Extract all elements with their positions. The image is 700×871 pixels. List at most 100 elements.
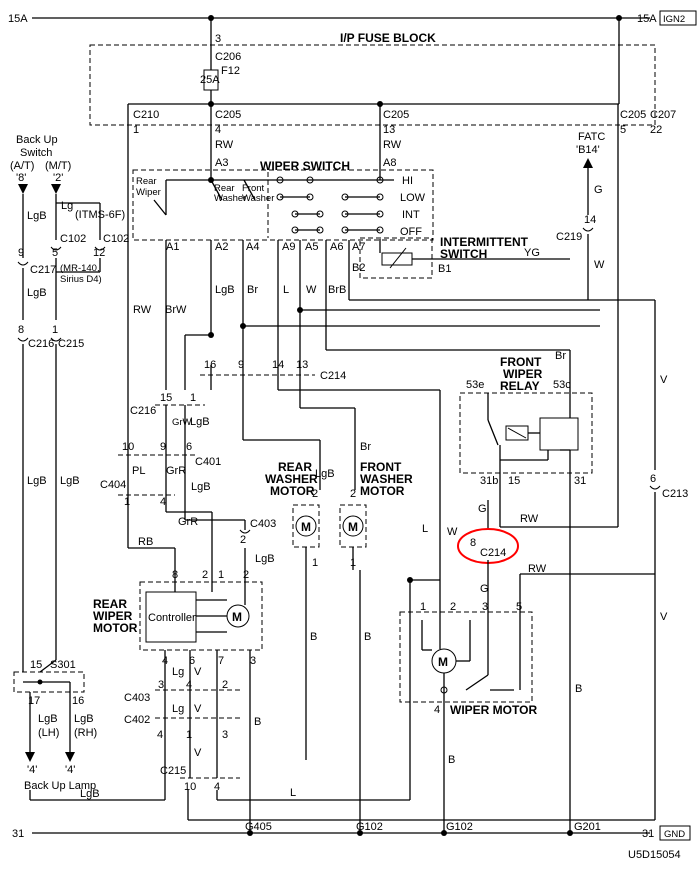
- c403-pin-3: 3: [158, 679, 164, 691]
- front-washer-title-2: WASHER: [360, 472, 413, 486]
- wire-lgb-sw: LgB: [27, 210, 47, 222]
- c216-lower-label: C216: [130, 405, 156, 417]
- c214-marked: 8 C214 G: [457, 528, 519, 600]
- c403-upper-pin: 2: [240, 534, 246, 546]
- fatc-connection: FATC 'B14' G 14 C219 W: [556, 131, 605, 300]
- wire-brb: BrB: [328, 284, 346, 296]
- wire-l-1: L: [283, 284, 289, 296]
- wire-rw-a8: RW: [383, 139, 402, 151]
- fatc-label: FATC: [578, 131, 605, 143]
- pin-b2: B2: [352, 262, 365, 274]
- c205-c-pin: 5: [620, 124, 626, 136]
- lamp-rh-side: (RH): [74, 727, 97, 739]
- c213-connector: V 6 C213 V RW: [188, 374, 688, 821]
- wire-l-mid: L: [422, 523, 428, 535]
- controller-label: Controller: [148, 612, 196, 624]
- c207-pin: 22: [650, 124, 662, 136]
- c403-pin-2: 2: [222, 679, 228, 691]
- motor-icon: [295, 515, 317, 537]
- c214-marked-pin: 8: [470, 537, 476, 549]
- lamp-rh-wire: LgB: [74, 713, 94, 725]
- fuse-connector: C206: [215, 51, 241, 63]
- relay-pin-31: 31: [574, 475, 586, 487]
- rear-wiper-motor: REAR WIPER MOTOR 8 2 1 2 Controller M 4 …: [93, 569, 263, 833]
- relay-coil-icon: [539, 417, 579, 451]
- wire-rw-mid: RW: [528, 563, 547, 575]
- pin-a4: A4: [246, 241, 259, 253]
- rwm-pin-2: 2: [202, 569, 208, 581]
- wire-v-b: V: [194, 703, 202, 715]
- wire-rb: RB: [138, 536, 153, 548]
- switch-pos-int: INT: [402, 209, 420, 221]
- s301-pin-15: 15: [30, 659, 42, 671]
- wire-w-fatc: W: [594, 259, 605, 271]
- rwm-pin-8: 8: [172, 569, 178, 581]
- wire-g-wm: G: [480, 583, 489, 595]
- c402-pin-3: 3: [222, 729, 228, 741]
- wiper-motor-pin-4: 4: [434, 704, 440, 716]
- rear-wiper-motor-title-1: REAR: [93, 597, 127, 611]
- wiper-switch-title: WIPER SWITCH: [260, 159, 350, 173]
- c403-lower-label: C403: [124, 692, 150, 704]
- wiper-motor-pin-2: 2: [450, 601, 456, 613]
- switch-output-wires: RW BrW LgB Br L W BrB Br: [127, 104, 656, 470]
- wire-b-fwm: B: [364, 631, 371, 643]
- rail-tag-ign2: IGN2: [663, 14, 685, 25]
- c210-label: C210: [133, 109, 159, 121]
- s301-label: S301: [50, 659, 76, 671]
- arrow-up-icon: [583, 158, 593, 168]
- wire-grr2: GrR: [178, 516, 198, 528]
- backup-mt-label: (M/T): [45, 160, 71, 172]
- relay-pin-53e: 53e: [466, 379, 484, 391]
- wire-brw: BrW: [165, 304, 187, 316]
- c215-label: C215: [58, 338, 84, 350]
- fuse-pin: 3: [215, 33, 221, 45]
- wire-lgb-bottom: LgB: [80, 788, 100, 800]
- wiper-motor-symbol: M: [438, 655, 448, 669]
- c401-pin-6: 6: [186, 441, 192, 453]
- wire-lgb-c401b: LgB: [191, 481, 211, 493]
- wire-v-a: V: [194, 666, 202, 678]
- c404-pin-1: 1: [124, 496, 130, 508]
- c210-pin: 1: [133, 124, 139, 136]
- front-washer-pin-2: 2: [350, 488, 356, 500]
- wire-b-rear: B: [254, 716, 261, 728]
- c214-pin-13: 13: [296, 359, 308, 371]
- wire-lgb-left2: LgB: [60, 475, 80, 487]
- lamp-lh-wire: LgB: [38, 713, 58, 725]
- c214-pin-9: 9: [238, 359, 244, 371]
- wire-b-rwm: B: [310, 631, 317, 643]
- wire-yg: YG: [524, 247, 540, 259]
- rail-label-31-right: 31: [642, 828, 654, 840]
- c102-pin-a: 5: [52, 247, 58, 259]
- relay-title-2: WIPER: [503, 367, 543, 381]
- s301-pin-16: 16: [72, 695, 84, 707]
- c401-connector: 10 9 6 C401 PL GrR LgB C404 1 4 RB GrR 2…: [100, 440, 276, 580]
- c205-c-label: C205: [620, 109, 646, 121]
- backup-switch-title-1: Back Up: [16, 134, 58, 146]
- wiper-motor-pin-3: 3: [482, 601, 488, 613]
- wiper-motor: 1 2 3 5 M 4 WIPER MOTOR B B: [399, 577, 582, 833]
- wire-br-fw: Br: [360, 441, 371, 453]
- wire-grr: GrR: [166, 465, 186, 477]
- wire-lgb-1: LgB: [215, 284, 235, 296]
- c214-label: C214: [320, 370, 346, 382]
- c102-pin-b: 12: [93, 247, 105, 259]
- ground-g102-a: G102: [356, 821, 383, 833]
- c401-label: C401: [195, 456, 221, 468]
- c207-label: C207: [650, 109, 676, 121]
- rear-wiper-motor-title-3: MOTOR: [93, 621, 138, 635]
- arrow-down-icon: [51, 184, 61, 194]
- wire-g-relay: G: [478, 503, 487, 515]
- relay-pin-31b: 31b: [480, 475, 498, 487]
- c403-pin-4: 4: [186, 679, 192, 691]
- c215-pin-4: 4: [214, 781, 220, 793]
- wire-w-1: W: [306, 284, 317, 296]
- switch-pos-hi: HI: [402, 175, 413, 187]
- intermittent-title-1: INTERMITTENT: [440, 235, 529, 249]
- lamp-pin-lh: '4': [27, 764, 37, 776]
- wire-rw-a3: RW: [215, 139, 234, 151]
- arrow-down-icon: [25, 752, 35, 762]
- c214-pin-16: 16: [204, 359, 216, 371]
